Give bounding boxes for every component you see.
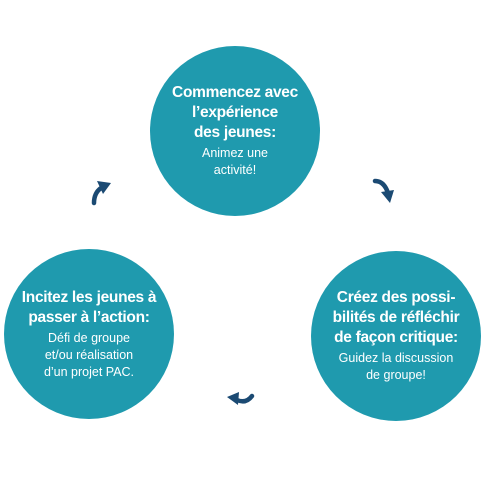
step-1-heading: Commencez avec l’expérience des jeunes: [172,83,298,143]
step-1-heading-line: Commencez avec [172,84,298,101]
step-1-heading-line: l’expérience [191,104,278,121]
step-1-detail-line: Animez une [201,146,268,160]
step-2-circle: Créez des possi- bilités de réfléchir de… [311,251,481,421]
step-1-circle: Commencez avec l’expérience des jeunes: … [150,46,320,216]
step-3-heading-line: passer à l’action: [28,308,150,326]
step-3-detail-line: d’un projet PAC. [43,364,135,379]
step-2-heading-line: bilités de réfléchir [332,309,460,326]
step-3-heading-line: Incitez les jeunes à [21,288,157,306]
step-2-heading: Créez des possi- bilités de réfléchir de… [333,288,460,348]
step-3-heading: Incitez les jeunes à passer à l’action: [21,288,157,328]
step-2-detail-line: de groupe! [366,368,426,382]
step-1-detail-line: activité! [213,163,257,177]
curved-arrow-down-right-icon [369,176,399,206]
step-3-circle: Incitez les jeunes à passer à l’action: … [4,249,174,419]
step-1-heading-line: des jeunes: [194,124,276,141]
step-2-detail: Guidez la discussion de groupe! [339,350,454,384]
curved-arrow-left-icon [225,383,255,413]
step-2-heading-line: Créez des possi- [336,289,456,306]
step-2-heading-line: de façon critique: [334,329,458,346]
curved-arrow-up-right-icon [86,177,116,207]
step-3-detail-line: Défi de groupe [47,330,130,345]
step-2-detail-line: Guidez la discussion [338,351,454,365]
step-1-detail: Animez une activité! [202,145,268,179]
step-3-detail-line: et/ou réalisation [44,347,134,362]
step-3-detail: Défi de groupe et/ou réalisation d’un pr… [44,330,134,381]
